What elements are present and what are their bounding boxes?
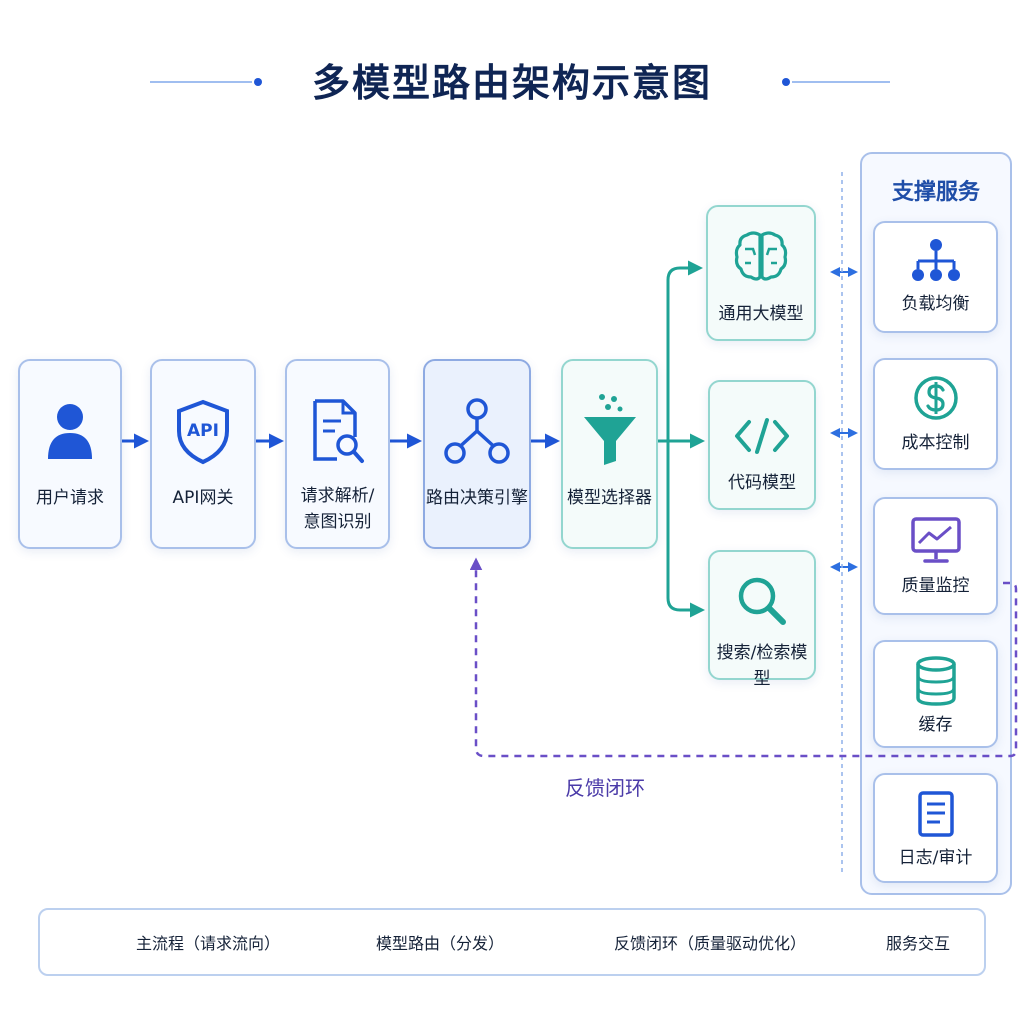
model-general-llm: 通用大模型 [706,205,816,341]
node-label: 路由决策引擎 [426,488,528,508]
user-icon [48,404,92,459]
legend-main-flow: 主流程（请求流向） [136,934,281,953]
node-user-request: 用户请求 [18,359,122,549]
support-logging-audit: 日志/审计 [873,773,998,883]
legend-service: 服务交互 [886,934,951,953]
node-label: 模型选择器 [567,488,652,508]
support-label: 质量监控 [901,576,970,596]
support-label: 成本控制 [901,433,970,453]
support-quality-monitoring: 质量监控 [873,497,998,615]
node-api-gateway: API API网关 [150,359,256,549]
api-shield-icon [177,399,229,465]
support-cache: 缓存 [873,640,998,748]
service-interaction-arrows [830,267,858,572]
api-shield-text: API [187,421,219,441]
code-icon [735,418,789,454]
node-label: 用户请求 [36,488,104,508]
hierarchy-icon [911,239,960,281]
page-title: 多模型路由架构示意图 [311,61,712,105]
node-routing-engine: 路由决策引擎 [423,359,531,549]
node-label-line-1: 请求解析/ [300,486,375,506]
title-decoration-right [782,78,890,86]
route-line-search [666,441,705,618]
support-load-balancing: 负载均衡 [873,221,998,333]
model-label: 代码模型 [728,473,796,493]
support-label: 缓存 [918,715,953,735]
database-icon [915,656,956,706]
title-decoration-left [150,78,262,86]
support-cost-control: 成本控制 [873,358,998,470]
node-label-line-2: 意图识别 [303,512,372,532]
funnel-icon [583,394,636,465]
legend-model-route: 模型路由（分发） [376,934,505,953]
support-panel-title: 支撑服务 [891,180,980,205]
model-label: 搜索/检索模型 [716,643,808,689]
search-icon [738,577,786,625]
feedback-loop [469,557,1018,758]
brain-icon [734,231,788,281]
route-line-trunk [658,260,703,443]
model-search: 搜索/检索模型 [708,550,816,689]
document-search-icon [312,399,364,463]
model-label: 通用大模型 [718,304,804,324]
feedback-loop-label: 反馈闭环 [565,776,645,800]
node-label: API网关 [172,488,234,508]
legend-feedback: 反馈闭环（质量驱动优化） [614,934,807,953]
dollar-coin-icon [913,376,958,420]
node-request-parse: 请求解析/ 意图识别 [285,359,390,549]
support-label: 日志/审计 [898,848,973,868]
model-code: 代码模型 [708,380,816,510]
routing-nodes-icon [444,398,510,464]
log-document-icon [917,791,954,837]
model-route-arrows [658,260,705,618]
node-model-selector: 模型选择器 [561,359,658,549]
legend: 主流程（请求流向） 模型路由（分发） 反馈闭环（质量驱动优化） 服务交互 [38,908,986,976]
support-label: 负载均衡 [901,294,970,314]
monitor-chart-icon [910,517,961,563]
